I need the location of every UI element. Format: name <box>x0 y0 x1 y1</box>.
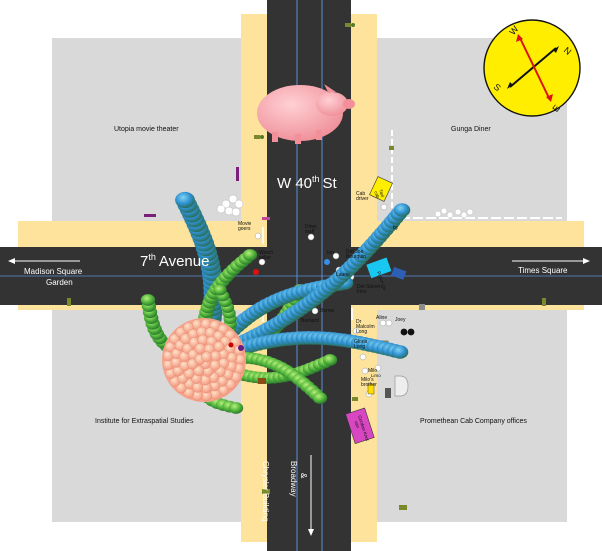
bench <box>236 167 239 181</box>
svg-text:Times Square: Times Square <box>518 266 568 275</box>
compass-n: N <box>562 45 573 57</box>
tentacle-segment <box>242 249 258 261</box>
limo-icon <box>367 383 375 395</box>
tree-icon <box>254 135 264 139</box>
tentacle-segment <box>393 203 411 217</box>
block-label-nw: Utopia movie theater <box>114 126 179 133</box>
east-direction-arrow: Times Square <box>512 258 590 275</box>
limo-icon <box>385 388 391 398</box>
tree-icon <box>352 397 358 401</box>
diner-staff-group <box>434 207 474 219</box>
tentacle-segment <box>140 294 156 306</box>
label-aline: Aline <box>376 315 388 321</box>
block-nw <box>52 38 244 221</box>
tree-icon <box>67 298 71 306</box>
blue-car-icon <box>391 266 407 280</box>
tentacle-segment <box>175 191 195 209</box>
bench <box>144 214 156 217</box>
limo-label: Limo <box>371 373 381 378</box>
svg-text:Garden: Garden <box>46 278 73 287</box>
label-joey: Joey <box>395 317 406 323</box>
label-bernard: Bernard <box>301 318 319 324</box>
creature-bump <box>193 365 205 377</box>
label-ion: Ion <box>327 250 334 256</box>
tentacle-segment <box>391 345 409 359</box>
label-standby: by <box>393 225 399 231</box>
creature-bump <box>213 341 225 352</box>
bench <box>262 217 270 220</box>
block-label-sw: Institute for Extraspatial Studies <box>95 418 194 425</box>
creature-body <box>162 318 246 402</box>
hydrant-icon <box>419 304 425 310</box>
compass-s: S <box>492 82 503 94</box>
police-car-label: Police car <box>376 271 388 292</box>
compass-rose: N E S W <box>483 19 581 117</box>
taxi-cab <box>369 176 393 202</box>
label-bernie: Bernie <box>320 308 335 314</box>
person-dots <box>253 203 415 398</box>
tree-icon <box>542 298 546 306</box>
creature-bump <box>201 351 212 363</box>
tentacle-segment <box>322 354 338 366</box>
south-direction-arrow: Broadway & Chrysler Building <box>261 455 314 536</box>
awning-icon <box>394 375 409 397</box>
svg-text:Madison Square: Madison Square <box>24 267 83 276</box>
tree-icon <box>399 505 407 510</box>
compass-e: E <box>550 103 562 114</box>
police-car <box>365 256 393 280</box>
tentacle-segment <box>312 392 328 404</box>
svg-text:&: & <box>299 473 308 479</box>
label-milo: Milo <box>368 368 378 374</box>
movie-goers-group <box>216 194 244 217</box>
taxi-label: Taxicab <box>373 189 385 200</box>
tree-icon <box>262 489 270 494</box>
west-direction-arrow: Madison Square Garden <box>8 258 83 287</box>
creature-bump <box>194 343 206 354</box>
tree-icon <box>345 23 355 27</box>
gordian-knot-van <box>345 407 375 445</box>
tentacle-segment <box>228 402 244 414</box>
label-laurie: Laurie <box>336 272 350 278</box>
tree-icon <box>389 146 394 150</box>
svg-text:Broadway: Broadway <box>289 461 298 497</box>
block-label-ne: Gunga Diner <box>451 126 491 133</box>
block-label-se: Promethean Cab Company offices <box>420 418 527 425</box>
pig-icon <box>257 84 355 144</box>
tentacle-segment <box>213 284 227 296</box>
svg-text:Chrysler Building: Chrysler Building <box>261 461 270 521</box>
block-se <box>375 310 567 522</box>
